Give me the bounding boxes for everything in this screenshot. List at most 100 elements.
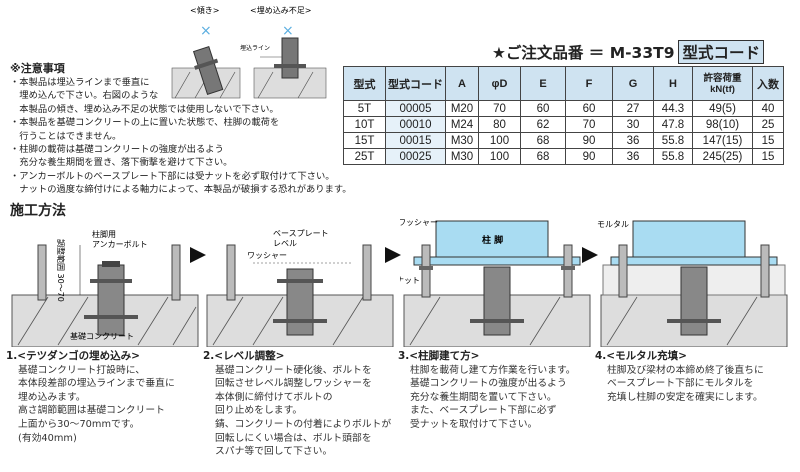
step-title: 4.<モルタル充填> <box>595 350 687 362</box>
col-header: F <box>565 66 613 101</box>
table-cell: 25 <box>752 116 784 133</box>
table-cell: 00010 <box>385 116 446 133</box>
anchor-bolt <box>171 244 181 301</box>
table-cell: 68 <box>520 148 566 165</box>
note-line: 本製品の傾き、埋め込み不足の状態では使用しないで下さい。 <box>10 103 279 115</box>
method-title: 施工方法 <box>10 203 66 219</box>
table-cell: 62 <box>520 116 566 133</box>
step-caption: 3.<柱脚建て方> 柱脚を載荷し建て方作業を行います。基礎コンクリートの強度が出る… <box>398 350 576 432</box>
col-header: 入数 <box>752 66 784 101</box>
table-cell: 25T <box>343 148 386 165</box>
table-cell: 90 <box>565 148 613 165</box>
step-text: ベースプレート下部にモルタルを <box>607 378 754 390</box>
step-caption: 4.<モルタル充填> 柱脚及び梁材の本締め終了後直ちにベースプレート下部にモルタル… <box>595 350 764 404</box>
step2-diagram: ベースプレート レベル ワッシャー <box>206 229 394 347</box>
table-cell: 98(10) <box>692 116 753 133</box>
step-caption: 1.<テツダンゴの埋め込み>基礎コンクリート打設時に、本体段差部の埋込ラインまで… <box>6 350 175 445</box>
anchor-bolt <box>226 244 236 301</box>
column-label: 柱 脚 <box>482 234 503 246</box>
step-text: 受ナットを取付けて下さい。 <box>410 418 538 430</box>
step3-diagram: 柱 脚 ワッシャー 受ナット <box>400 218 591 347</box>
washer-label: ワッシャー <box>247 251 287 260</box>
col-header: G <box>612 66 654 101</box>
step-text: 回転しにくい場合は、ボルト頭部を <box>215 432 372 444</box>
column-base <box>435 220 549 258</box>
table-cell: 245(25) <box>692 148 753 165</box>
table-cell: 36 <box>612 132 654 149</box>
step-text: 本体段差部の埋込ラインまで垂直に <box>18 378 175 390</box>
col-header: H <box>653 66 693 101</box>
step-text: 回転させレベル調整しワッシャーを <box>215 378 372 390</box>
note-line: ・柱脚の載荷は基礎コンクリートの強度が出るよう <box>10 144 224 156</box>
col-header: φD <box>478 66 521 101</box>
table-cell: 5T <box>343 100 386 117</box>
step-title: 1.<テツダンゴの埋め込み> <box>6 350 140 362</box>
note-line: 埋め込んで下さい。右図のような <box>10 90 159 102</box>
anchor-label: アンカーボルト <box>92 240 148 249</box>
step-text: 埋め込みます。 <box>18 391 86 403</box>
tetsudango-product <box>84 261 138 336</box>
table-cell: 27 <box>612 100 654 117</box>
table-cell: 15T <box>343 132 386 149</box>
col-header: 型式コード <box>385 66 446 101</box>
washer <box>277 279 323 283</box>
table-cell: 55.8 <box>653 148 693 165</box>
anchor-label: 柱脚用 <box>92 229 116 239</box>
step-text: 柱脚及び梁材の本締め終了後直ちに <box>607 364 764 376</box>
table-cell: 90 <box>565 132 613 149</box>
step-text: 基礎コンクリート硬化後、ボルトを <box>215 364 372 376</box>
note-line: ナットの過度な締付けによる軸力によって、本製品が破損する恐れがあります。 <box>10 184 352 196</box>
note-line: ・本製品を基礎コンクリートの上に置いた状態で、柱脚の載荷を <box>10 117 280 129</box>
table-cell: 70 <box>478 100 521 117</box>
table-cell: 68 <box>520 132 566 149</box>
tilted-product-drawing <box>171 45 241 99</box>
step-text: 充分な養生期間を置いて下さい。 <box>410 391 557 403</box>
order-number: ★ご注文品番 ＝ M-33T9 型式コード <box>492 40 764 64</box>
step-text: 回り止めをします。 <box>215 405 303 417</box>
step-title: 3.<柱脚建て方> <box>398 350 480 362</box>
embed-line-label: 埋込ライン <box>240 44 270 52</box>
range-label: 調整範囲 30〜70 <box>56 239 66 302</box>
base-plate-label: レベル <box>273 239 297 248</box>
table-cell: 00015 <box>385 132 446 149</box>
step-text: (有効40mm) <box>18 432 77 444</box>
col-header: E <box>520 66 566 101</box>
col-header: 型式 <box>343 66 386 101</box>
table-cell: 49(5) <box>692 100 753 117</box>
step-caption: 2.<レベル調整> 基礎コンクリート硬化後、ボルトを回転させレベル調整しワッシャー… <box>203 350 391 459</box>
step-text: 柱脚を載荷し建て方作業を行います。 <box>410 364 576 376</box>
step4-diagram: モルタル <box>597 220 788 347</box>
note-line: ・アンカーボルトのベースプレート下部には受ナットを必ず取付けて下さい。 <box>10 170 335 182</box>
table-cell: 47.8 <box>653 116 693 133</box>
table-cell: 10T <box>343 116 386 133</box>
arrow-right-icon <box>190 247 206 263</box>
caution-heading: ※注意事項 <box>10 62 65 75</box>
base-plate <box>413 256 581 266</box>
step-text: 充填し柱脚の安定を確実にします。 <box>607 391 763 403</box>
table-cell: 30 <box>612 116 654 133</box>
concrete-label: 基礎コンクリート <box>70 331 134 341</box>
table-cell: 60 <box>565 100 613 117</box>
table-cell: M24 <box>445 116 479 133</box>
mortar-label: モルタル <box>597 220 629 229</box>
anchor-bolt <box>37 244 47 301</box>
table-cell: M20 <box>445 100 479 117</box>
table-cell: 80 <box>478 116 521 133</box>
table-cell: 60 <box>520 100 566 117</box>
table-cell: 40 <box>752 100 784 117</box>
step-text: 高さ調節範囲は基礎コンクリート <box>18 405 165 417</box>
step-text: 錆、コンクリートの付着によりボルトが <box>215 418 392 430</box>
step-text: 基礎コンクリートの強度が出るよう <box>410 378 567 390</box>
table-cell: 00025 <box>385 148 446 165</box>
table-cell: 15 <box>752 132 784 149</box>
table-cell: M30 <box>445 132 479 149</box>
note-line: ・本製品は埋込ラインまで垂直に <box>10 77 150 88</box>
col-header: A <box>445 66 479 101</box>
washer-label: ワッシャー <box>400 218 438 227</box>
step-title: 2.<レベル調整> <box>203 350 285 362</box>
receive-nut-label: 受ナット <box>400 275 420 285</box>
ng-mark-icon: × <box>200 23 212 39</box>
table-cell: 00005 <box>385 100 446 117</box>
